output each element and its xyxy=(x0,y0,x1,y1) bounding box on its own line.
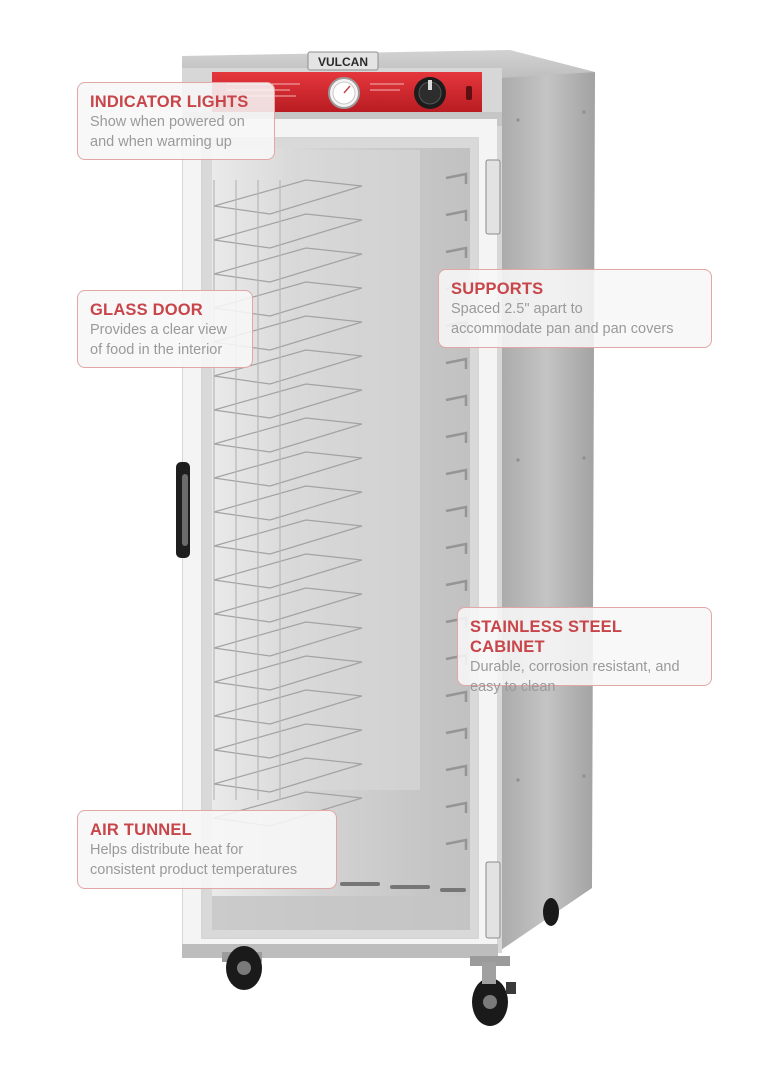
indicator-lights-callout: INDICATOR LIGHTS Show when powered on an… xyxy=(77,82,275,160)
support-slide xyxy=(445,246,468,258)
stainless-steel-cabinet-callout: STAINLESS STEEL CABINET Durable, corrosi… xyxy=(457,607,712,695)
support-slide xyxy=(445,431,468,443)
callout-title: STAINLESS STEEL CABINET xyxy=(470,618,622,656)
support-slide xyxy=(445,542,468,554)
callout-text: accommodate pan and pan covers xyxy=(451,321,674,337)
cabinet-side-panel xyxy=(498,72,595,952)
wire-rack-shelf xyxy=(213,247,363,283)
brand-logo: VULCAN xyxy=(318,55,368,69)
brand-plate xyxy=(307,51,379,71)
wire-rack-shelf xyxy=(213,519,363,555)
glass-door-callout: GLASS DOOR Provides a clear view of food… xyxy=(77,290,253,368)
callout-text: easy to clean xyxy=(470,679,556,695)
wire-rack-shelf xyxy=(213,179,363,215)
wire-rack-shelf xyxy=(213,587,363,623)
caster-wheels xyxy=(222,898,559,1026)
wire-rack-shelf xyxy=(213,757,363,793)
callout-text: Helps distribute heat for xyxy=(90,842,244,858)
indicator-lights xyxy=(466,86,472,100)
wire-rack-shelf xyxy=(213,621,363,657)
door-hinges xyxy=(485,159,501,939)
wire-rack-shelf xyxy=(213,689,363,725)
callout-title: AIR TUNNEL xyxy=(90,821,192,839)
callout-title: GLASS DOOR xyxy=(90,301,203,319)
wire-rack-shelf xyxy=(213,417,363,453)
supports-callout: SUPPORTS Spaced 2.5" apart to accommodat… xyxy=(438,269,712,348)
support-slide xyxy=(445,764,468,776)
wire-rack-shelf xyxy=(213,349,363,385)
wire-rack-shelf xyxy=(213,383,363,419)
callout-text: Durable, corrosion resistant, and xyxy=(470,659,680,675)
wire-rack-shelf xyxy=(213,655,363,691)
callout-title: SUPPORTS xyxy=(451,280,544,298)
wire-rack-shelf xyxy=(213,213,363,249)
callout-title: INDICATOR LIGHTS xyxy=(90,93,249,111)
wire-rack-shelf xyxy=(213,553,363,589)
wire-rack-shelf xyxy=(213,451,363,487)
callout-text: of food in the interior xyxy=(90,342,223,358)
support-slide xyxy=(445,727,468,739)
support-slide xyxy=(445,172,468,184)
thermometer-gauge xyxy=(328,77,360,109)
callout-text: Provides a clear view xyxy=(90,322,227,338)
door-handle xyxy=(176,462,190,558)
wire-rack-shelf xyxy=(213,485,363,521)
support-slide xyxy=(445,838,468,850)
air-tunnel-slots xyxy=(340,882,466,892)
interior-floor xyxy=(212,896,470,930)
callout-text: Show when powered on xyxy=(90,114,245,130)
support-slide xyxy=(445,209,468,221)
interior-back-wall xyxy=(300,150,420,790)
support-slide xyxy=(445,468,468,480)
support-slide xyxy=(445,579,468,591)
support-slide xyxy=(445,801,468,813)
support-slide xyxy=(445,690,468,702)
support-slide xyxy=(445,357,468,369)
support-slide xyxy=(445,505,468,517)
support-slide xyxy=(445,394,468,406)
temperature-knob xyxy=(414,77,446,109)
callout-text: consistent product temperatures xyxy=(90,862,298,878)
glass-door-pane xyxy=(201,137,479,939)
callout-text: Spaced 2.5" apart to xyxy=(451,301,583,317)
callout-text: and when warming up xyxy=(90,134,232,150)
air-tunnel-callout: AIR TUNNEL Helps distribute heat for con… xyxy=(77,810,337,889)
wire-rack-shelf xyxy=(213,723,363,759)
